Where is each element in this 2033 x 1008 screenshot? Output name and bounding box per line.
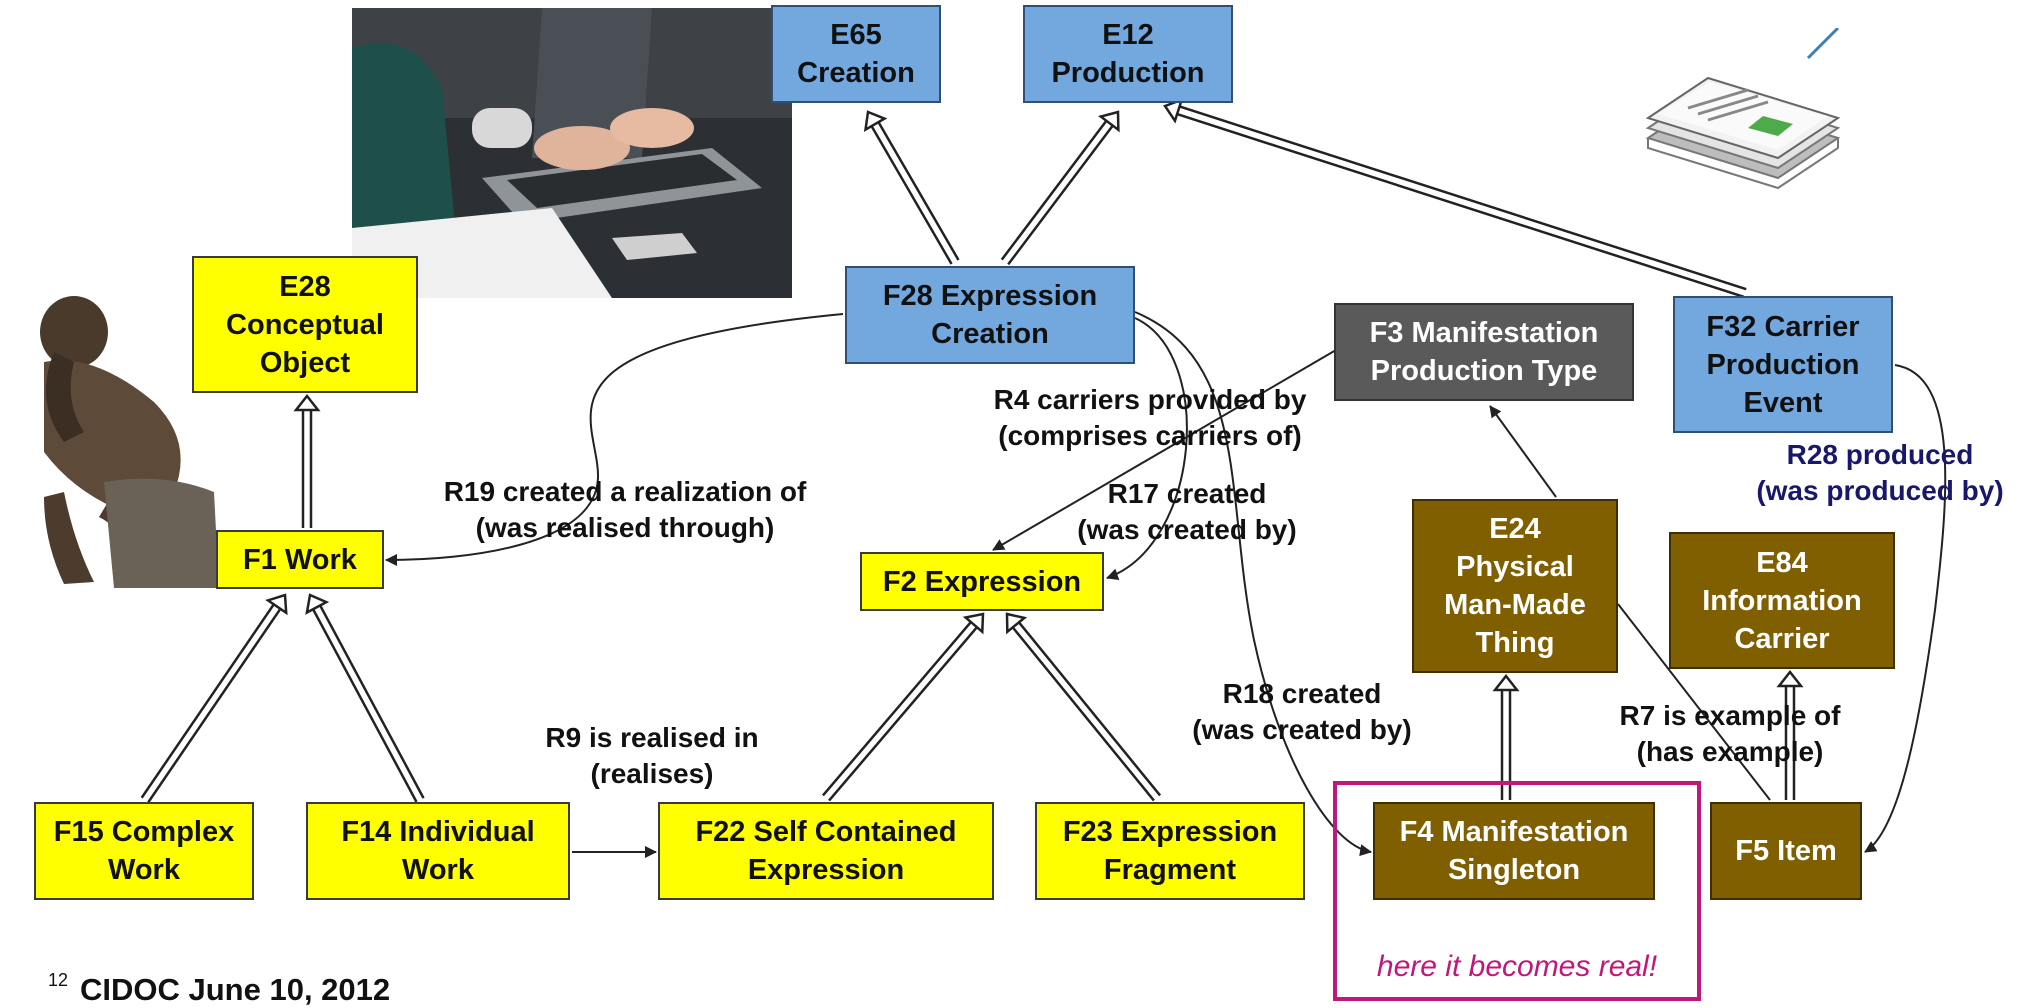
edge-r28 bbox=[1864, 364, 1947, 853]
edge-r17 bbox=[1106, 317, 1188, 580]
laptop-typing-photo bbox=[352, 8, 792, 298]
label-r9-is-realised-in: R9 is realised in (realises) bbox=[545, 722, 759, 789]
edge-r7 bbox=[1617, 603, 1771, 801]
node-f32-carrier-production-event: F32 Carrier Production Event bbox=[1673, 296, 1893, 433]
property-edges bbox=[385, 311, 1947, 858]
isa-f5-to-e84 bbox=[1776, 669, 1804, 800]
node-e12-production: E12 Production bbox=[1023, 5, 1233, 103]
node-f5-item: F5 Item bbox=[1710, 802, 1862, 900]
highlight-note: here it becomes real! bbox=[1376, 950, 1658, 983]
isa-f22-to-f2 bbox=[822, 612, 985, 802]
slide-number: 12 bbox=[48, 970, 69, 990]
isa-f14-to-f1 bbox=[305, 593, 425, 803]
label-r19-created-a-realization-of: R19 created a realization of (was realis… bbox=[443, 476, 807, 543]
isa-f15-to-f1 bbox=[140, 593, 288, 803]
node-e24-physical-man-made-thing: E24 Physical Man-Made Thing bbox=[1412, 499, 1618, 673]
footer-text: CIDOC June 10, 2012 bbox=[80, 972, 391, 1007]
isa-f28-to-e65 bbox=[863, 110, 960, 265]
isa-f28-to-e12 bbox=[1000, 110, 1120, 266]
node-e65-creation: E65 Creation bbox=[771, 5, 941, 103]
label-r7-is-example-of: R7 is example of (has example) bbox=[1619, 700, 1841, 767]
node-f4-manifestation-singleton: F4 Manifestation Singleton bbox=[1373, 802, 1655, 900]
node-f15-complex-work: F15 Complex Work bbox=[34, 802, 254, 900]
edge-r19 bbox=[385, 313, 844, 566]
node-f22-self-contained-expression: F22 Self Contained Expression bbox=[658, 802, 994, 900]
edge-r18 bbox=[1134, 311, 1372, 857]
node-e84-information-carrier: E84 Information Carrier bbox=[1669, 532, 1895, 669]
node-f1-work: F1 Work bbox=[216, 530, 384, 589]
highlight-frame bbox=[1333, 781, 1701, 1001]
label-r18-created: R18 created (was created by) bbox=[1192, 678, 1412, 745]
edge-r4 bbox=[992, 349, 1337, 551]
node-f28-expression-creation: F28 Expression Creation bbox=[845, 266, 1135, 364]
label-r28-produced: R28 produced (was produced by) bbox=[1756, 439, 2004, 506]
isa-f23-to-f2 bbox=[1005, 612, 1162, 802]
isa-edges bbox=[140, 97, 1804, 803]
edge-e24-to-f3 bbox=[1489, 405, 1557, 498]
node-e28-conceptual-object: E28 Conceptual Object bbox=[192, 256, 418, 393]
label-r4-carriers-provided-by: R4 carriers provided by (comprises carri… bbox=[993, 384, 1307, 451]
newspaper-stack-icon bbox=[1645, 28, 1841, 190]
label-r17-created: R17 created (was created by) bbox=[1077, 478, 1297, 545]
node-f3-manifestation-production-type: F3 Manifestation Production Type bbox=[1334, 303, 1634, 401]
node-f14-individual-work: F14 Individual Work bbox=[306, 802, 570, 900]
node-f23-expression-fragment: F23 Expression Fragment bbox=[1035, 802, 1305, 900]
thinker-sculpture-image bbox=[40, 296, 219, 588]
isa-f1-to-e28 bbox=[293, 393, 321, 528]
isa-f32-to-e12 bbox=[1163, 97, 1747, 298]
node-f2-expression: F2 Expression bbox=[860, 552, 1104, 611]
